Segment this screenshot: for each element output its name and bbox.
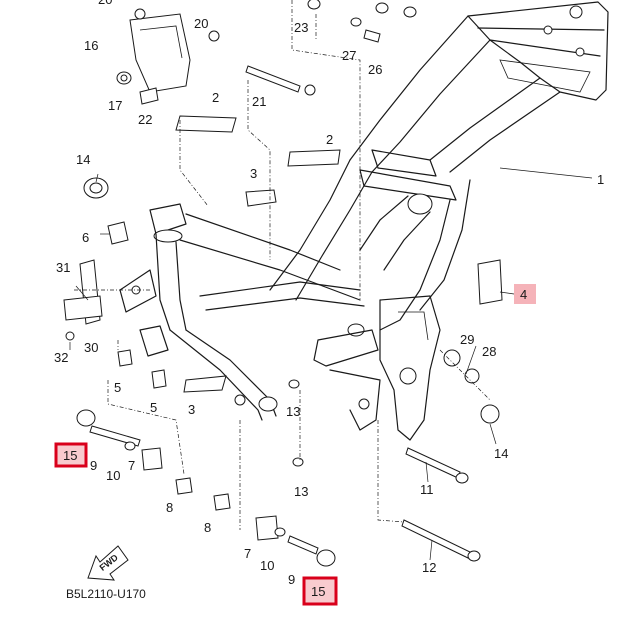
main-frame xyxy=(119,1,609,441)
callout-6: 6 xyxy=(82,230,89,245)
callout-17: 17 xyxy=(108,98,122,113)
callout-16: 16 xyxy=(84,38,98,53)
leader-lines xyxy=(69,0,593,561)
highlight-15a-box xyxy=(54,442,88,468)
callout-20a: 20 xyxy=(98,0,112,7)
highlight-15b-box xyxy=(302,576,338,606)
highlighted-callouts: 4 15 15 xyxy=(54,284,536,606)
callout-5b: 5 xyxy=(150,400,157,415)
highlight-15b[interactable]: 15 xyxy=(302,576,338,606)
callout-10b: 10 xyxy=(260,558,274,573)
callout-23: 23 xyxy=(294,20,308,35)
callout-7a: 7 xyxy=(128,458,135,473)
callout-14b: 14 xyxy=(494,446,508,461)
callout-22: 22 xyxy=(138,112,152,127)
callout-7b: 7 xyxy=(244,546,251,561)
callout-3b: 3 xyxy=(188,402,195,417)
drawing-code: B5L2110-U170 xyxy=(66,587,146,601)
callout-12: 12 xyxy=(422,560,436,575)
callout-3a: 3 xyxy=(250,166,257,181)
callout-1: 1 xyxy=(597,172,604,187)
callout-30: 30 xyxy=(84,340,98,355)
callout-31: 31 xyxy=(56,260,70,275)
callout-11: 11 xyxy=(420,482,434,497)
callout-27: 27 xyxy=(342,48,356,63)
callout-8b: 8 xyxy=(204,520,211,535)
callout-21: 21 xyxy=(252,94,266,109)
fwd-arrow: FWD xyxy=(87,545,129,581)
highlight-15b-label: 15 xyxy=(311,584,325,599)
callout-32: 32 xyxy=(54,350,68,365)
callout-14a: 14 xyxy=(76,152,90,167)
callout-29: 29 xyxy=(460,332,474,347)
callout-numbers: 20 20 16 17 22 23 27 26 21 2 2 1 14 3 6 … xyxy=(54,0,604,587)
highlight-4-box xyxy=(514,284,536,304)
callout-13a: 13 xyxy=(286,404,300,419)
callout-20b: 20 xyxy=(194,16,208,31)
callout-2a: 2 xyxy=(212,90,219,105)
loose-parts xyxy=(63,0,503,567)
callout-8a: 8 xyxy=(166,500,173,515)
highlight-4[interactable]: 4 xyxy=(514,284,536,304)
callout-28: 28 xyxy=(482,344,496,359)
callout-5a: 5 xyxy=(114,380,121,395)
callout-9a: 9 xyxy=(90,458,97,473)
highlight-15a[interactable]: 15 xyxy=(54,442,88,468)
fwd-arrow-icon xyxy=(87,545,129,581)
callout-2b: 2 xyxy=(326,132,333,147)
highlight-4-label: 4 xyxy=(520,287,527,302)
highlight-15a-label: 15 xyxy=(63,448,77,463)
callout-10a: 10 xyxy=(106,468,120,483)
callout-26: 26 xyxy=(368,62,382,77)
callout-13b: 13 xyxy=(294,484,308,499)
callout-9b: 9 xyxy=(288,572,295,587)
